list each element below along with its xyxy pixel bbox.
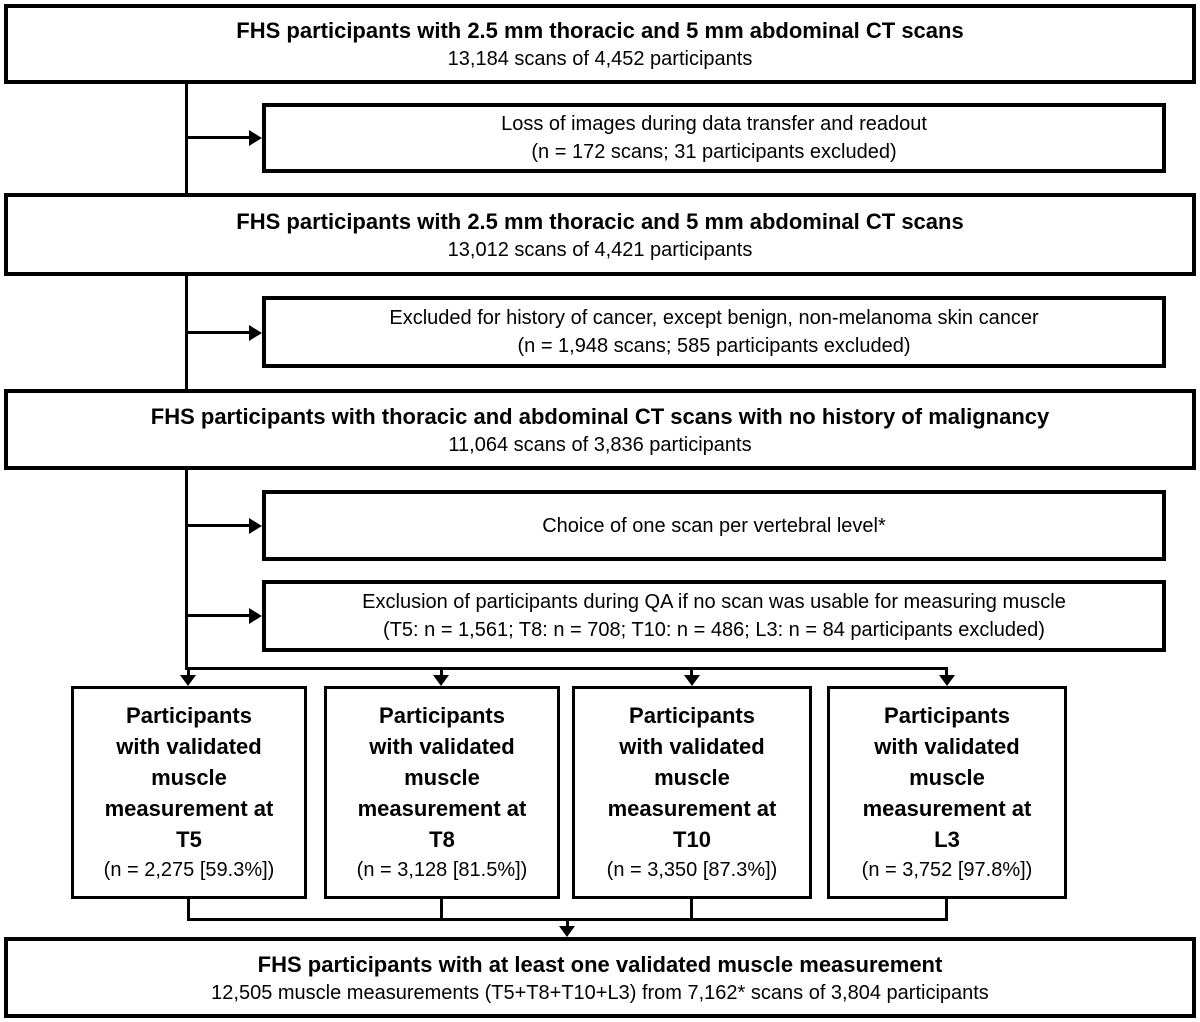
stage-box-2: FHS participants with 2.5 mm thoracic an… xyxy=(4,193,1196,276)
connector-fanout-t8-stub xyxy=(440,667,443,677)
outcome-t10-count: (n = 3,350 [87.3%]) xyxy=(606,859,778,881)
connector-exclusion2-shaft xyxy=(186,331,252,334)
exclusion3-arrowhead-icon xyxy=(249,608,262,624)
outcome-t8-count: (n = 3,128 [81.5%]) xyxy=(356,859,528,881)
exclusion-box-3: Exclusion of participants during QA if n… xyxy=(262,580,1166,652)
final-subtitle: 12,505 muscle measurements (T5+T8+T10+L3… xyxy=(211,981,989,1004)
outcome-box-l3: Participants with validated muscle measu… xyxy=(827,686,1067,899)
exclusion-box-2: Excluded for history of cancer, except b… xyxy=(262,296,1166,368)
stage-3-subtitle: 11,064 scans of 3,836 participants xyxy=(448,433,752,456)
final-box: FHS participants with at least one valid… xyxy=(4,937,1196,1018)
connector-step-choice-shaft xyxy=(186,524,252,527)
connector-exclusion1-shaft xyxy=(186,136,252,139)
exclusion-1-line1: Loss of images during data transfer and … xyxy=(501,113,927,135)
outcome-l3-count: (n = 3,752 [97.8%]) xyxy=(861,859,1033,881)
exclusion-2-line2: (n = 1,948 scans; 585 participants exclu… xyxy=(517,335,911,357)
outcome-box-t5: Participants with validated muscle measu… xyxy=(71,686,307,899)
step-choice-box: Choice of one scan per vertebral level* xyxy=(262,490,1166,561)
stage-2-title: FHS participants with 2.5 mm thoracic an… xyxy=(236,208,964,234)
connector-fanout-t10-stub xyxy=(690,667,693,677)
final-title: FHS participants with at least one valid… xyxy=(257,951,943,977)
exclusion1-arrowhead-icon xyxy=(249,130,262,146)
connector-final-shaft xyxy=(566,918,569,930)
fanout-l3-arrowhead-icon xyxy=(939,675,955,686)
outcome-box-t10: Participants with validated muscle measu… xyxy=(572,686,812,899)
step-choice-line1: Choice of one scan per vertebral level* xyxy=(542,514,886,537)
connector-fanout-t5-stub xyxy=(187,667,190,677)
stage-box-3: FHS participants with thoracic and abdom… xyxy=(4,389,1196,470)
connector-stage1-stage2 xyxy=(185,84,188,194)
stage-2-subtitle: 13,012 scans of 4,421 participants xyxy=(447,238,753,261)
exclusion-1-line2: (n = 172 scans; 31 participants excluded… xyxy=(531,141,897,163)
stage-1-title: FHS participants with 2.5 mm thoracic an… xyxy=(236,18,964,43)
step-choice-arrowhead-icon xyxy=(249,518,262,534)
exclusion-3-line2: (T5: n = 1,561; T8: n = 708; T10: n = 48… xyxy=(383,619,1045,641)
stage-1-subtitle: 13,184 scans of 4,452 participants xyxy=(447,48,753,70)
stage-3-title: FHS participants with thoracic and abdom… xyxy=(150,403,1050,429)
outcome-t10-title: Participants with validated muscle measu… xyxy=(607,703,777,852)
connector-t10-collector-stub xyxy=(690,899,693,921)
exclusion-2-line1: Excluded for history of cancer, except b… xyxy=(389,307,1039,329)
exclusion-3-line1: Exclusion of participants during QA if n… xyxy=(362,591,1066,613)
outcome-box-t8: Participants with validated muscle measu… xyxy=(324,686,560,899)
connector-fanout-horizontal xyxy=(185,667,948,670)
outcome-l3-title: Participants with validated muscle measu… xyxy=(862,703,1032,852)
connector-stage3-fanout xyxy=(185,470,188,670)
exclusion-box-1: Loss of images during data transfer and … xyxy=(262,103,1166,173)
final-arrowhead-icon xyxy=(559,926,575,937)
fanout-t10-arrowhead-icon xyxy=(684,675,700,686)
connector-l3-collector-stub xyxy=(945,899,948,921)
fanout-t5-arrowhead-icon xyxy=(180,675,196,686)
connector-t5-collector-stub xyxy=(187,899,190,921)
outcome-t5-title: Participants with validated muscle measu… xyxy=(104,703,274,852)
connector-fanout-l3-stub xyxy=(945,667,948,677)
outcome-t8-title: Participants with validated muscle measu… xyxy=(357,703,527,852)
connector-exclusion3-shaft xyxy=(186,614,252,617)
fanout-t8-arrowhead-icon xyxy=(433,675,449,686)
exclusion2-arrowhead-icon xyxy=(249,325,262,341)
stage-box-1: FHS participants with 2.5 mm thoracic an… xyxy=(4,4,1196,84)
connector-t8-collector-stub xyxy=(440,899,443,921)
outcome-t5-count: (n = 2,275 [59.3%]) xyxy=(103,859,275,881)
